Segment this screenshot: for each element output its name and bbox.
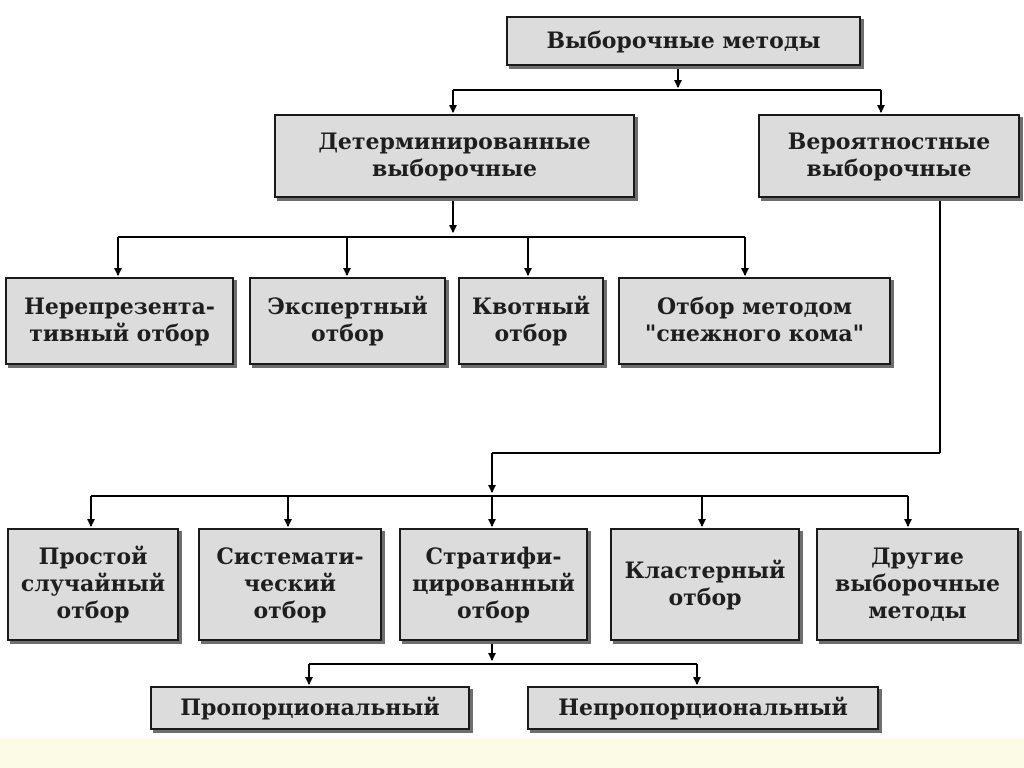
node-proportional: Пропорциональный [150,686,470,730]
node-other: Другие выборочные методы [816,528,1019,641]
node-quota: Квотный отбор [458,277,604,365]
node-non-proportional: Непропорциональный [527,686,879,730]
node-expert: Экспертный отбор [249,277,446,365]
node-root: Выборочные методы [506,16,861,66]
bottom-band [0,738,1024,768]
node-non-representative: Нерепрезента- тивный отбор [5,277,234,365]
node-snowball: Отбор методом "снежного кома" [618,277,891,365]
node-systematic: Системати- ческий отбор [198,528,382,641]
node-deterministic: Детерминированные выборочные [274,114,635,198]
node-probabilistic: Вероятностные выборочные [758,114,1020,198]
node-cluster: Кластерный отбор [610,528,800,641]
node-stratified: Стратифи- цированный отбор [399,528,588,641]
node-simple-random: Простой случайный отбор [7,528,179,641]
